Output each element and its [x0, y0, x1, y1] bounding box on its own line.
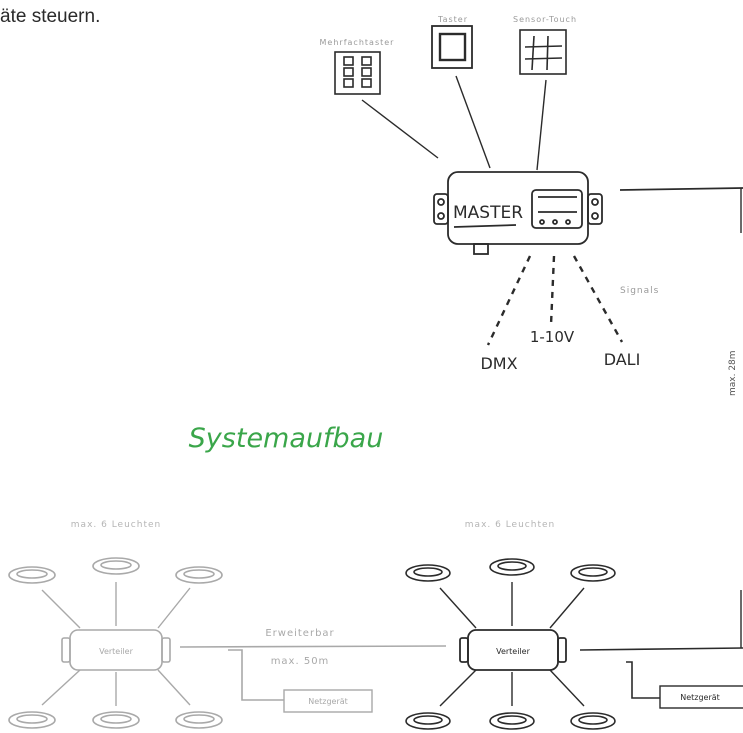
luminaire	[489, 558, 535, 576]
extension-label: Erweiterbar	[265, 628, 334, 639]
right-group-caption: max. 6 Leuchten	[465, 520, 555, 530]
master-label: MASTER	[453, 203, 523, 223]
master-bus-line	[619, 187, 743, 191]
signal-dmx: DMX	[480, 354, 517, 373]
left-luminaires	[8, 557, 223, 729]
extension-line	[179, 645, 447, 648]
luminaire	[8, 566, 56, 584]
diagram-title: Systemaufbau	[189, 423, 384, 454]
label-mehrfachtaster: Mehrfachtaster	[320, 38, 395, 47]
signal-dali: DALI	[604, 350, 641, 369]
signal-lines	[486, 255, 624, 346]
left-psu-wire	[228, 649, 284, 701]
left-distributor	[61, 629, 171, 671]
luminaire	[92, 711, 140, 729]
right-bus-line	[579, 647, 743, 651]
input-wires	[361, 75, 547, 171]
label-taster: Taster	[437, 15, 468, 24]
intro-text: äte steuern.	[0, 6, 101, 27]
right-group-wires	[439, 582, 585, 707]
label-sensor-touch: Sensor-Touch	[513, 15, 577, 24]
sensor-touch-icon	[519, 29, 567, 75]
right-distributor-label: Verteiler	[496, 647, 530, 656]
left-group-wires	[41, 582, 191, 706]
left-psu-label: Netzgerät	[308, 697, 348, 706]
luminaire	[92, 557, 140, 575]
signals-label: Signals	[620, 286, 659, 296]
luminaire	[405, 712, 451, 730]
right-psu-wire	[626, 661, 660, 699]
left-psu-box	[283, 689, 373, 713]
luminaire	[489, 712, 535, 730]
luminaire	[175, 711, 223, 729]
luminaire	[570, 564, 616, 582]
right-psu-box	[659, 685, 743, 709]
master-controller	[433, 171, 603, 255]
right-luminaires	[405, 558, 616, 730]
luminaire	[175, 566, 223, 584]
luminaire	[570, 712, 616, 730]
luminaire	[8, 711, 56, 729]
taster-icon	[431, 25, 473, 69]
left-group-caption: max. 6 Leuchten	[71, 520, 161, 530]
right-distributor	[459, 629, 567, 671]
mehrfachtaster-icon	[334, 51, 381, 95]
max-28m-label: max. 28m	[728, 350, 738, 396]
left-distributor-label: Verteiler	[99, 647, 133, 656]
luminaire	[405, 564, 451, 582]
signal-1-10v: 1-10V	[530, 328, 575, 346]
right-psu-label: Netzgerät	[680, 693, 720, 702]
extension-max-label: max. 50m	[271, 656, 330, 667]
